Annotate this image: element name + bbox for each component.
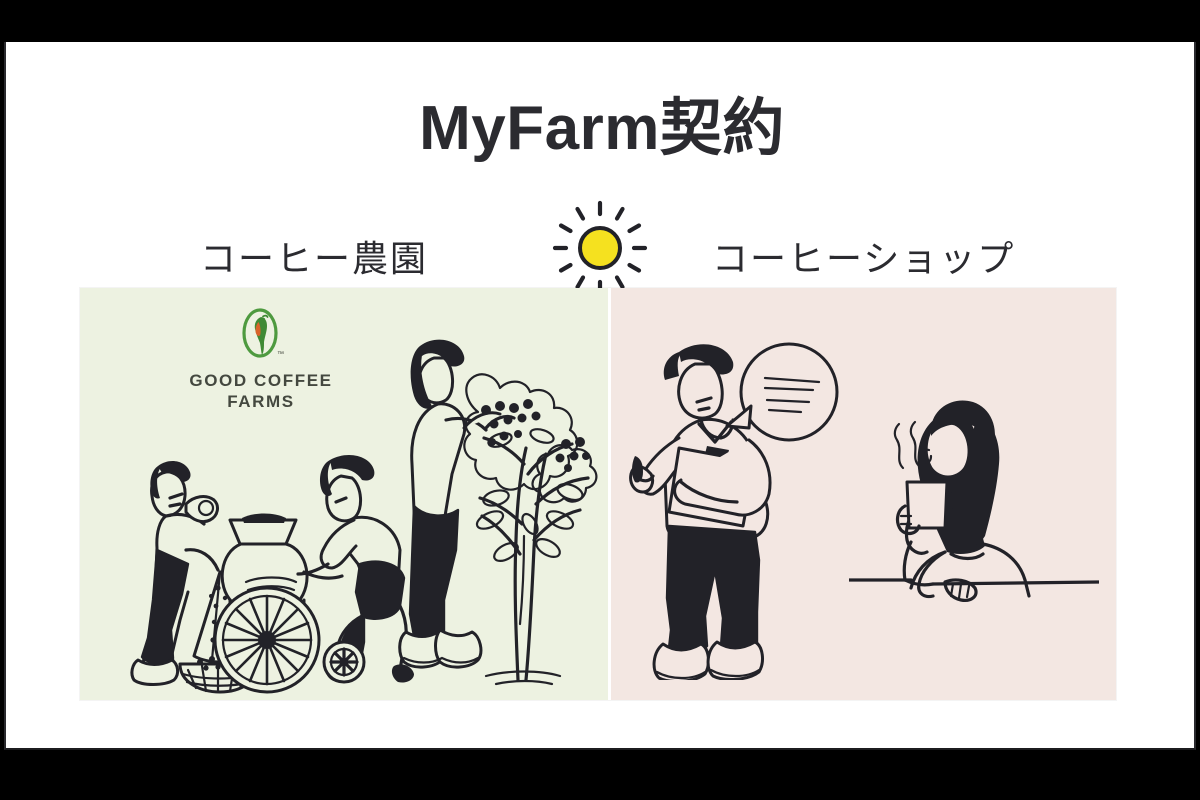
- panel-coffee-farm: ™ GOOD COFFEE FARMS: [80, 288, 608, 700]
- logo-wordmark: GOOD COFFEE FARMS: [189, 371, 333, 412]
- letterbox-bottom: [0, 750, 1200, 800]
- farmer-right-pedaling: [296, 455, 414, 684]
- coffee-mug: [905, 480, 960, 530]
- illustration-panels: ™ GOOD COFFEE FARMS: [80, 288, 1116, 700]
- trademark-symbol: ™: [277, 351, 284, 358]
- barista-with-clipboard-illustration: [623, 330, 853, 680]
- letterbox-top: [0, 0, 1200, 42]
- slide-surface: MyFarm契約 コーヒー農園 コーヒーショップ: [4, 42, 1196, 750]
- coffee-tree: [463, 373, 598, 686]
- farmers-with-pedal-depulper-illustration: [108, 424, 418, 694]
- quetzal-bird-icon: ™: [242, 308, 284, 358]
- coffee-picker-at-tree-illustration: [390, 324, 608, 694]
- speech-bubble-icon: [725, 342, 839, 442]
- coffee-picker: [398, 339, 516, 669]
- page-title: MyFarm契約: [419, 94, 785, 163]
- panel-coffee-shop: [608, 288, 1116, 700]
- customer-drinking-coffee-illustration: [849, 384, 1099, 604]
- customer-figure: [849, 400, 1099, 602]
- sun-icon: [550, 198, 650, 298]
- column-label-shop: コーヒーショップ: [712, 238, 1016, 279]
- farmer-left: [130, 461, 220, 686]
- pedal-depulper-machine: [213, 513, 321, 694]
- good-coffee-farms-logo: ™ GOOD COFFEE FARMS: [156, 306, 366, 413]
- barista-figure: [629, 344, 772, 680]
- steam-icon: [893, 420, 921, 470]
- column-label-farm: コーヒー農園: [200, 238, 429, 279]
